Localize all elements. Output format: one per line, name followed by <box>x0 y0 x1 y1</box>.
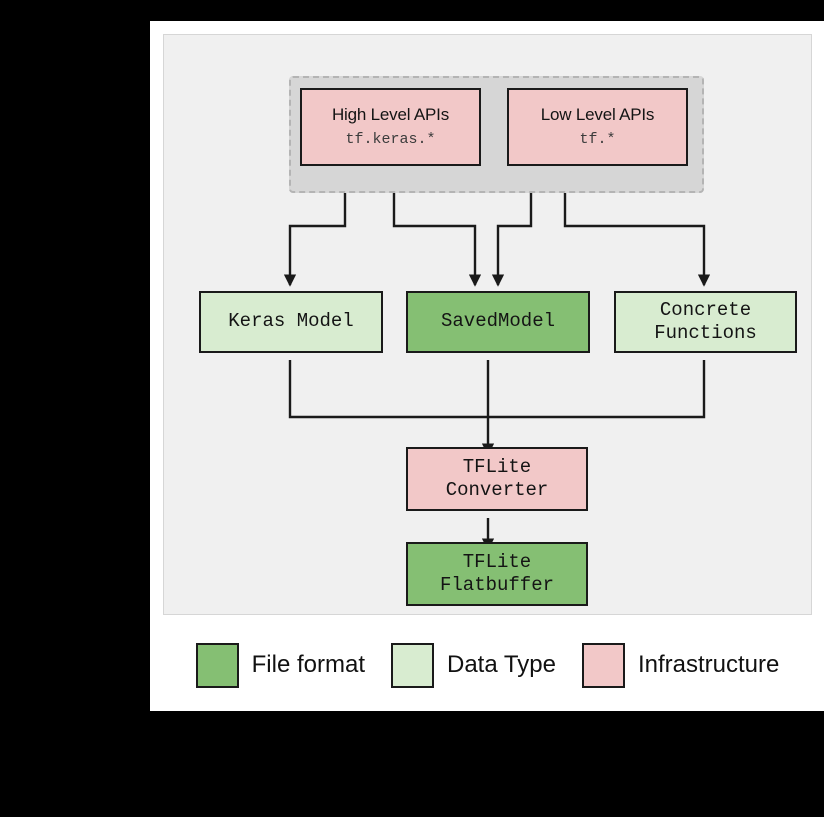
node-low-level-apis-title: Low Level APIs <box>540 104 655 124</box>
edge-high-level-apis-to-saved-model <box>392 177 482 287</box>
node-tflite-flatbuffer-line2: Flatbuffer <box>439 574 555 596</box>
legend-entry-file-format: File format <box>195 642 391 688</box>
node-high-level-apis[interactable]: High Level APIs tf.keras.* <box>300 88 481 166</box>
legend-label-file-format: File format <box>251 651 365 678</box>
legend-entry-data-type: Data Type <box>391 642 582 688</box>
edge-low-level-apis-to-concrete-functions <box>563 177 711 287</box>
legend-label-data-type: Data Type <box>447 651 556 678</box>
node-high-level-apis-title: High Level APIs <box>331 104 449 124</box>
node-tflite-flatbuffer[interactable]: TFLite Flatbuffer <box>406 542 588 606</box>
node-tflite-converter-line1: TFLite <box>462 455 532 478</box>
node-tflite-flatbuffer-line1: TFLite <box>462 550 532 573</box>
legend: File format Data Type Infrastructure <box>163 629 812 701</box>
edge-keras-model-to-converter <box>288 360 488 419</box>
node-low-level-apis-subtitle: tf.* <box>579 130 616 148</box>
legend-entry-infrastructure: Infrastructure <box>581 642 780 688</box>
edge-concrete-functions-to-converter <box>488 360 706 419</box>
diagram-panel: High Level APIs tf.keras.* Low Level API… <box>163 34 812 615</box>
node-keras-model-title: Keras Model <box>228 310 354 333</box>
api-group-box: High Level APIs tf.keras.* Low Level API… <box>289 76 704 193</box>
legend-swatch-file-format <box>195 642 239 688</box>
node-concrete-functions[interactable]: Concrete Functions <box>614 291 797 353</box>
legend-swatch-data-type <box>391 642 434 688</box>
legend-swatch-infrastructure <box>581 642 625 688</box>
node-low-level-apis[interactable]: Low Level APIs tf.* <box>507 88 688 166</box>
figure-root: High Level APIs tf.keras.* Low Level API… <box>150 21 824 711</box>
node-keras-model[interactable]: Keras Model <box>199 291 383 353</box>
node-concrete-functions-line1: Concrete <box>659 298 752 321</box>
node-saved-model[interactable]: SavedModel <box>406 291 590 353</box>
node-tflite-converter-line2: Converter <box>445 479 549 501</box>
edge-high-level-apis-to-keras-model <box>283 177 347 287</box>
legend-label-infrastructure: Infrastructure <box>637 651 780 678</box>
node-tflite-converter[interactable]: TFLite Converter <box>406 447 588 511</box>
edge-low-level-apis-to-saved-model <box>491 177 533 287</box>
node-high-level-apis-subtitle: tf.keras.* <box>345 130 436 148</box>
node-concrete-functions-line2: Functions <box>654 322 757 344</box>
node-saved-model-title: SavedModel <box>440 310 556 333</box>
